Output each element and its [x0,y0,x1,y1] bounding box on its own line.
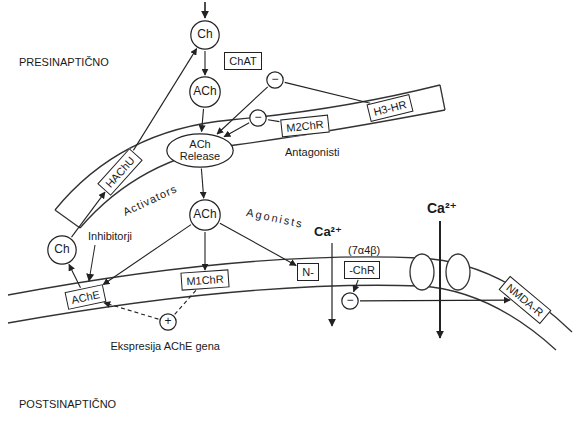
annotation-label: Agonists [244,205,306,230]
node-text: ACh [193,208,216,221]
node-text: ChAT [229,55,256,67]
arrow-connector [202,109,204,132]
region-label: POSTSINAPTIČNO [18,398,117,411]
calcium-arrow [439,221,441,338]
postsynaptic-membrane [8,285,556,350]
node-text: ACh Release [175,138,225,162]
node-text: M1ChR [186,273,224,288]
node-text: − [346,294,353,307]
inhibition-sign: − [249,109,267,127]
ion-channel [446,254,470,290]
arrow-connector [204,51,205,75]
arrow-connector [268,120,280,122]
receptor-box: M2ChR [280,115,330,138]
dashed-connector [104,303,158,319]
dashed-connector [175,290,196,314]
input-arrow [204,2,206,18]
node-text: M2ChR [286,118,324,134]
ion-label: Ca²⁺ [313,225,343,240]
calcium-arrow [331,243,332,326]
receptor-box: -ChR [344,261,380,279]
receptor-box: M1ChR [180,269,229,290]
annotation-label: Ekspresija AChE gena [110,340,221,353]
node-text: Ch [54,243,69,256]
subunit-label: (7α4β) [347,244,381,257]
enzyme-box: AChE [64,284,106,310]
annotation-label: Antagonisti [284,146,340,159]
transporter-box: HAChU [97,148,142,196]
node-text: + [164,315,171,328]
node-text: Ch [197,28,212,41]
receptor-box: N- [297,263,319,281]
node-text: AChE [70,288,101,306]
arrow-connector [360,300,510,302]
node-text: N- [302,266,314,278]
ion-channel [410,254,434,290]
node-text: − [254,111,261,124]
release-ellipse: ACh Release [166,133,234,168]
enzyme-box: ChAT [224,52,262,70]
region-label: PRESINAPTIČNO [18,56,110,69]
node-text: NMDA-R [504,281,545,319]
acetylcholine-circle: ACh [189,76,221,108]
annotation-label: Inhibitorji [87,230,133,243]
node-text: − [271,73,278,86]
node-text: -ChR [349,264,375,276]
arrow-connector [220,223,296,265]
arrow-connector [224,123,249,137]
inhibition-sign: − [341,292,359,310]
arrow-connector [354,280,359,292]
arrow-connector [285,82,371,103]
membrane-end [55,210,80,228]
inhibitor-arrow [89,245,95,281]
membrane-end [440,85,445,110]
presynaptic-membrane [55,85,440,210]
receptor-box: H3-HR [366,94,413,122]
choline-circle: Ch [190,20,220,50]
annotation-label: Activators [120,181,180,218]
choline-circle: Ch [47,235,77,265]
acetylcholine-circle: ACh [189,199,221,231]
receptor-box: NMDA-R [499,276,552,324]
arrow-connector [69,264,81,287]
arrow-connector [204,232,205,270]
postsynaptic-membrane [8,257,572,332]
node-text: ACh [193,85,216,98]
inhibition-sign: − [266,71,284,89]
node-text: H3-HR [372,98,408,118]
activation-sign: + [159,313,177,331]
node-text: HAChU [103,154,137,190]
arrow-connector [201,169,203,199]
ion-label: Ca²⁺ [426,200,458,216]
